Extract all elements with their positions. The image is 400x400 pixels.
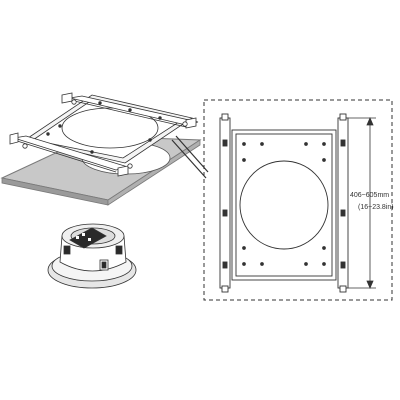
tile-bridge-frame xyxy=(9,92,199,177)
detail-box xyxy=(203,99,393,301)
ceiling-speaker xyxy=(47,223,137,289)
dimension-metric-label: 406~605mm xyxy=(350,192,390,199)
bridge-plate-front-view xyxy=(219,113,349,293)
dimension-line xyxy=(348,116,376,290)
dimension-imperial-label: (16~23.8in) xyxy=(358,204,394,211)
pointer-lines xyxy=(171,135,209,179)
